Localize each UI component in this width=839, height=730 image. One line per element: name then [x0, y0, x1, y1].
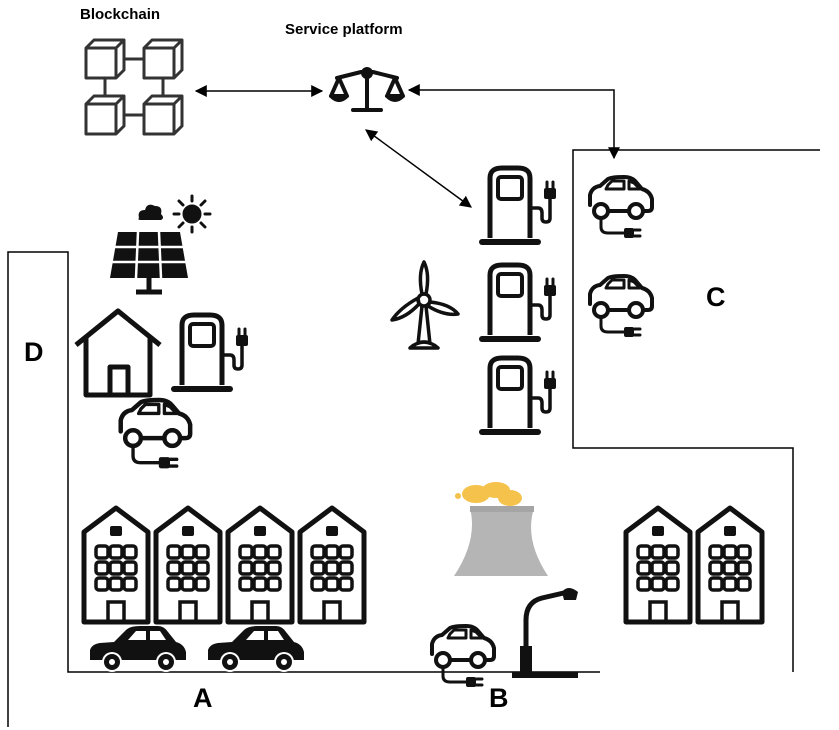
- apartment-building-icon: [156, 508, 220, 622]
- arrow-service-station: [365, 129, 472, 208]
- apartment-building-icon: [698, 508, 762, 622]
- charging-station-icon: [174, 315, 248, 389]
- electric-car-icon: [121, 400, 190, 468]
- sun-icon: [172, 194, 212, 234]
- service-platform-label: Service platform: [285, 21, 403, 38]
- house-icon: [74, 308, 162, 398]
- apartment-building-icon: [300, 508, 364, 622]
- electric-car-icon: [588, 274, 654, 339]
- car-icon: [208, 626, 304, 672]
- car-icon: [90, 626, 186, 672]
- apartment-building-icon: [84, 508, 148, 622]
- zone-c-boundary: [572, 149, 820, 672]
- solar-panel-icon: [110, 231, 188, 295]
- electric-car-icon: [588, 175, 654, 240]
- blockchain-cubes-icon: [84, 38, 184, 136]
- cloud-icon: [138, 204, 163, 220]
- power-plant-cooling-tower-icon: [454, 482, 548, 576]
- apartment-building-icon: [228, 508, 292, 622]
- arrow-service-zone-c: [407, 84, 620, 160]
- scales-icon: [329, 67, 405, 112]
- street-lamp-icon: [512, 588, 578, 678]
- charging-station-icon: [482, 265, 556, 339]
- charging-station-icon: [482, 358, 556, 432]
- blockchain-label: Blockchain: [80, 6, 161, 23]
- charging-station-icon: [482, 168, 556, 242]
- apartment-building-icon: [626, 508, 690, 622]
- zone-c-label: C: [706, 282, 726, 312]
- zone-b-label: B: [489, 683, 509, 713]
- electric-car-icon: [430, 624, 496, 689]
- wind-turbine-icon: [390, 260, 460, 350]
- zone-d-boundary: [7, 251, 600, 727]
- zone-a-label: A: [193, 683, 213, 713]
- zone-d-label: D: [24, 337, 44, 367]
